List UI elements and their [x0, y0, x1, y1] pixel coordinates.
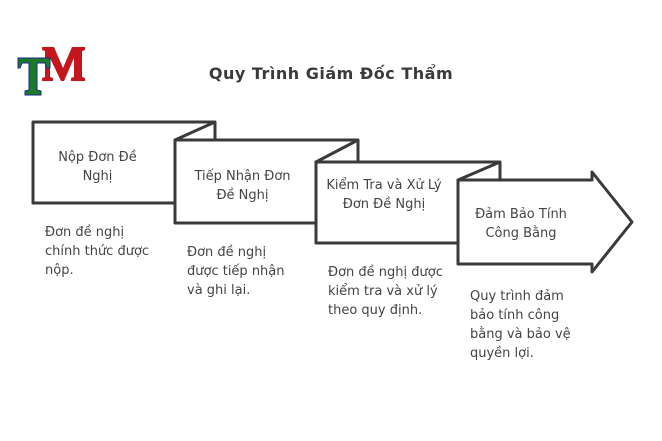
- step-1-label: Nộp Đơn Đề Nghị: [58, 150, 137, 184]
- step-3-label: Kiểm Tra và Xử Lý Đơn Đề Nghị: [326, 178, 442, 212]
- step-2-description: Đơn đề nghị được tiếp nhận và ghi lại.: [187, 245, 285, 298]
- step-4-description: Quy trình đảm bảo tính công bằng và bảo …: [470, 289, 571, 361]
- page-title: Quy Trình Giám Đốc Thẩm: [208, 64, 454, 83]
- step-1-description: Đơn đề nghị chính thức được nộp.: [45, 225, 150, 278]
- step-3-description: Đơn đề nghị được kiểm tra và xử lý theo …: [328, 265, 443, 318]
- step-4-label: Đảm Bảo Tính Công Bằng: [475, 207, 567, 241]
- logo-t-shape: [17, 57, 51, 96]
- step-4-arrow: [456, 170, 634, 274]
- logo-m-shape: [42, 47, 85, 81]
- logo: [17, 47, 85, 96]
- step-2-label: Tiếp Nhận Đơn Đề Nghị: [194, 169, 291, 203]
